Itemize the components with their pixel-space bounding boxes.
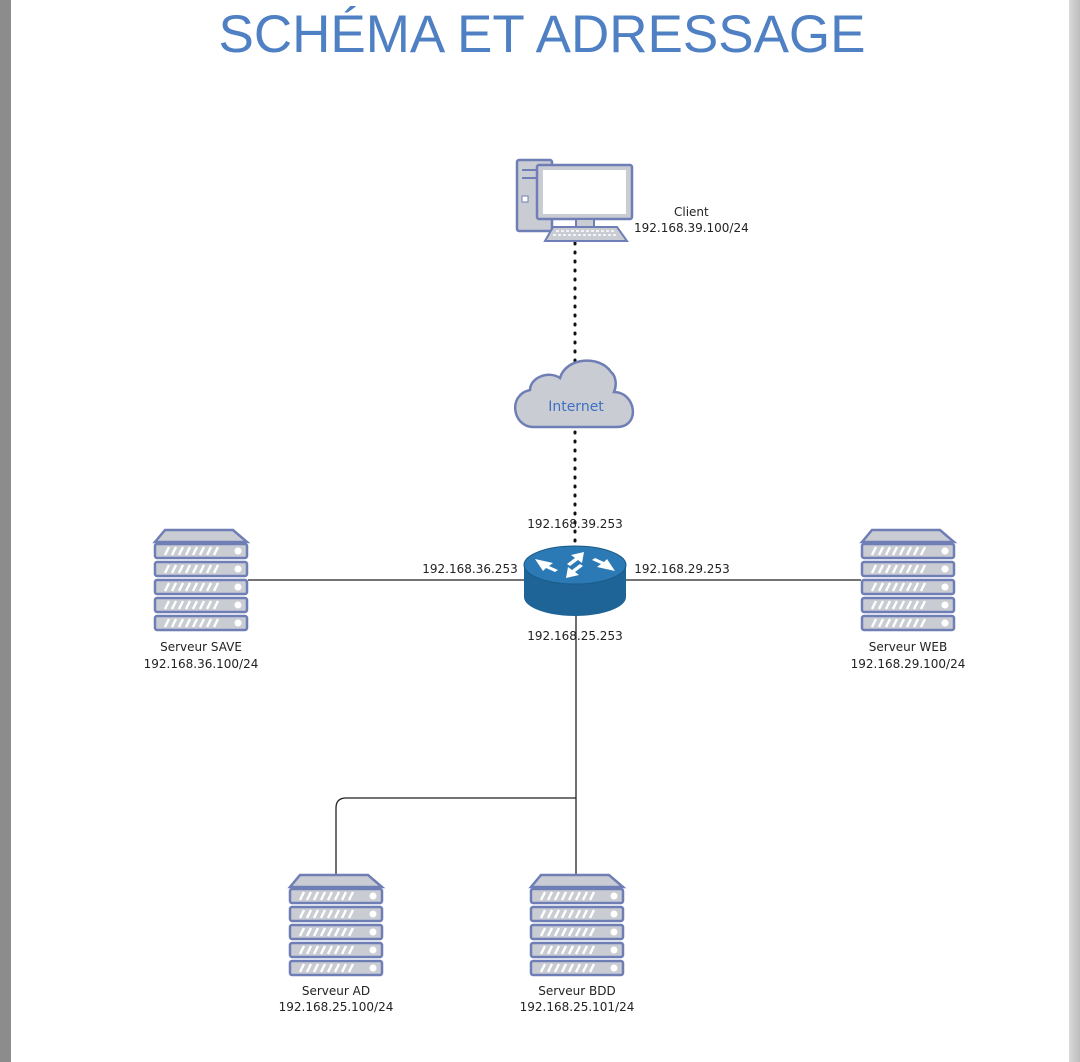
internet-cloud-icon xyxy=(513,359,634,429)
connections xyxy=(248,241,861,877)
client-ip: 192.168.39.100/24 xyxy=(634,221,749,235)
server-save-name: Serveur SAVE xyxy=(160,640,242,654)
server-web-ip: 192.168.29.100/24 xyxy=(850,657,966,671)
page-edge xyxy=(1069,0,1080,1062)
server-bdd-name: Serveur BDD xyxy=(538,984,616,998)
server-bdd-ip: 192.168.25.101/24 xyxy=(519,1000,635,1014)
server-web-icon xyxy=(860,528,956,632)
internet-label: Internet xyxy=(548,399,604,415)
server-ad-ip: 192.168.25.100/24 xyxy=(278,1000,394,1014)
router-ip-left: 192.168.36.253 xyxy=(422,562,518,576)
server-save-ip: 192.168.36.100/24 xyxy=(143,657,259,671)
client-name: Client xyxy=(674,205,709,219)
server-web-name: Serveur WEB xyxy=(868,640,948,654)
link-bus-ad xyxy=(335,797,576,877)
router-ip-bottom: 192.168.25.253 xyxy=(527,629,623,643)
server-bdd-icon xyxy=(529,873,625,977)
server-ad-icon xyxy=(288,873,384,977)
server-ad-name: Serveur AD xyxy=(301,984,371,998)
page-title: SCHÉMA ET ADRESSAGE xyxy=(218,5,866,64)
router-icon xyxy=(523,545,627,616)
server-save-icon xyxy=(153,528,249,632)
router-ip-right: 192.168.29.253 xyxy=(634,562,730,576)
router-ip-top: 192.168.39.253 xyxy=(527,517,623,531)
client-computer-icon xyxy=(515,158,634,242)
